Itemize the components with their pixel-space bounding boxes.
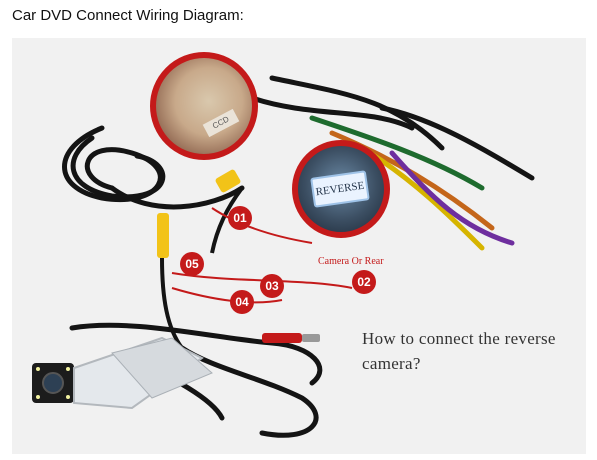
badge-02: 02 <box>352 270 376 294</box>
wiring-diagram-photo: CCD REVERSE 01 02 03 04 05 Camera Or Rea… <box>12 38 586 454</box>
wiring-illustration <box>32 75 535 438</box>
red-rca-plug <box>262 333 320 343</box>
cable-zoom-inset: CCD <box>150 52 258 160</box>
wire-bundle <box>249 75 535 251</box>
badge-01: 01 <box>228 206 252 230</box>
black-cable-coil <box>62 125 245 210</box>
reverse-camera-question: How to connect the reverse camera? <box>362 329 556 373</box>
badge-05: 05 <box>180 252 204 276</box>
yellow-rca-cable <box>157 169 244 350</box>
page-title: Car DVD Connect Wiring Diagram: <box>12 7 244 24</box>
badge-04: 04 <box>230 290 254 314</box>
reverse-zoom-inset: REVERSE <box>292 140 390 238</box>
badge-03: 03 <box>260 274 284 298</box>
camera-label: Camera Or Rear <box>318 256 384 267</box>
camera-mount <box>111 337 213 399</box>
reverse-tag: REVERSE <box>310 170 370 208</box>
ccd-label: CCD <box>202 108 240 138</box>
